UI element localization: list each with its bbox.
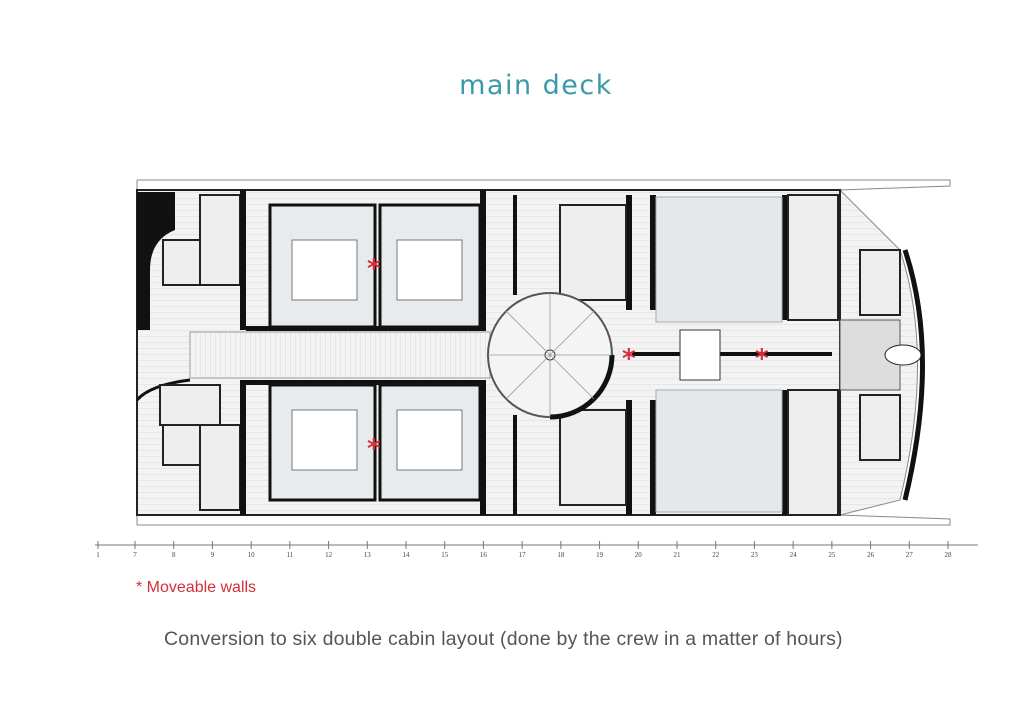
scale-tick-label: 21: [674, 551, 682, 559]
moveable-wall-icon: *: [755, 344, 769, 374]
master-cabins: [655, 196, 783, 513]
structural-walls: [240, 190, 832, 515]
scale-tick-label: 16: [480, 551, 488, 559]
scale-tick-label: 17: [519, 551, 527, 559]
scale-tick-label: 12: [325, 551, 333, 559]
moveable-wall-markers: * * * *: [367, 254, 769, 464]
caption: Conversion to six double cabin layout (d…: [164, 628, 843, 650]
central-corridor: [189, 331, 491, 379]
scale-tick-label: 11: [286, 551, 293, 559]
scale-tick-label: 1: [96, 551, 100, 559]
scale-tick-label: 26: [867, 551, 875, 559]
bathtub: [884, 344, 922, 366]
scale-tick-label: 15: [441, 551, 449, 559]
scale-tick-label: 10: [248, 551, 256, 559]
deck-title: main deck: [459, 70, 613, 101]
dining-table: [679, 329, 721, 381]
scale-tick-label: 22: [712, 551, 720, 559]
moveable-wall-icon: *: [367, 254, 381, 284]
scale-tick-label: 7: [133, 551, 137, 559]
scale-tick-label: 13: [364, 551, 372, 559]
scale-tick-label: 8: [172, 551, 176, 559]
moveable-walls-legend: * Moveable walls: [136, 579, 257, 596]
scale-tick-label: 23: [751, 551, 759, 559]
moveable-wall-icon: *: [622, 344, 636, 374]
scale-tick-label: 24: [790, 551, 798, 559]
moveable-wall-icon: *: [367, 434, 381, 464]
scale-tick-label: 19: [596, 551, 604, 559]
scale-tick-label: 20: [635, 551, 643, 559]
scale-tick-label: 28: [945, 551, 953, 559]
aft-stair-wall: [137, 192, 175, 330]
aft-bathrooms: [159, 194, 241, 511]
spiral-staircase: [487, 292, 615, 420]
scale-tick-label: 9: [211, 551, 215, 559]
scale-tick-label: 18: [557, 551, 565, 559]
scale-tick-label: 25: [828, 551, 836, 559]
scale-tick-label: 14: [403, 551, 411, 559]
mid-bathrooms: [559, 194, 901, 516]
scale-tick-label: 27: [906, 551, 914, 559]
